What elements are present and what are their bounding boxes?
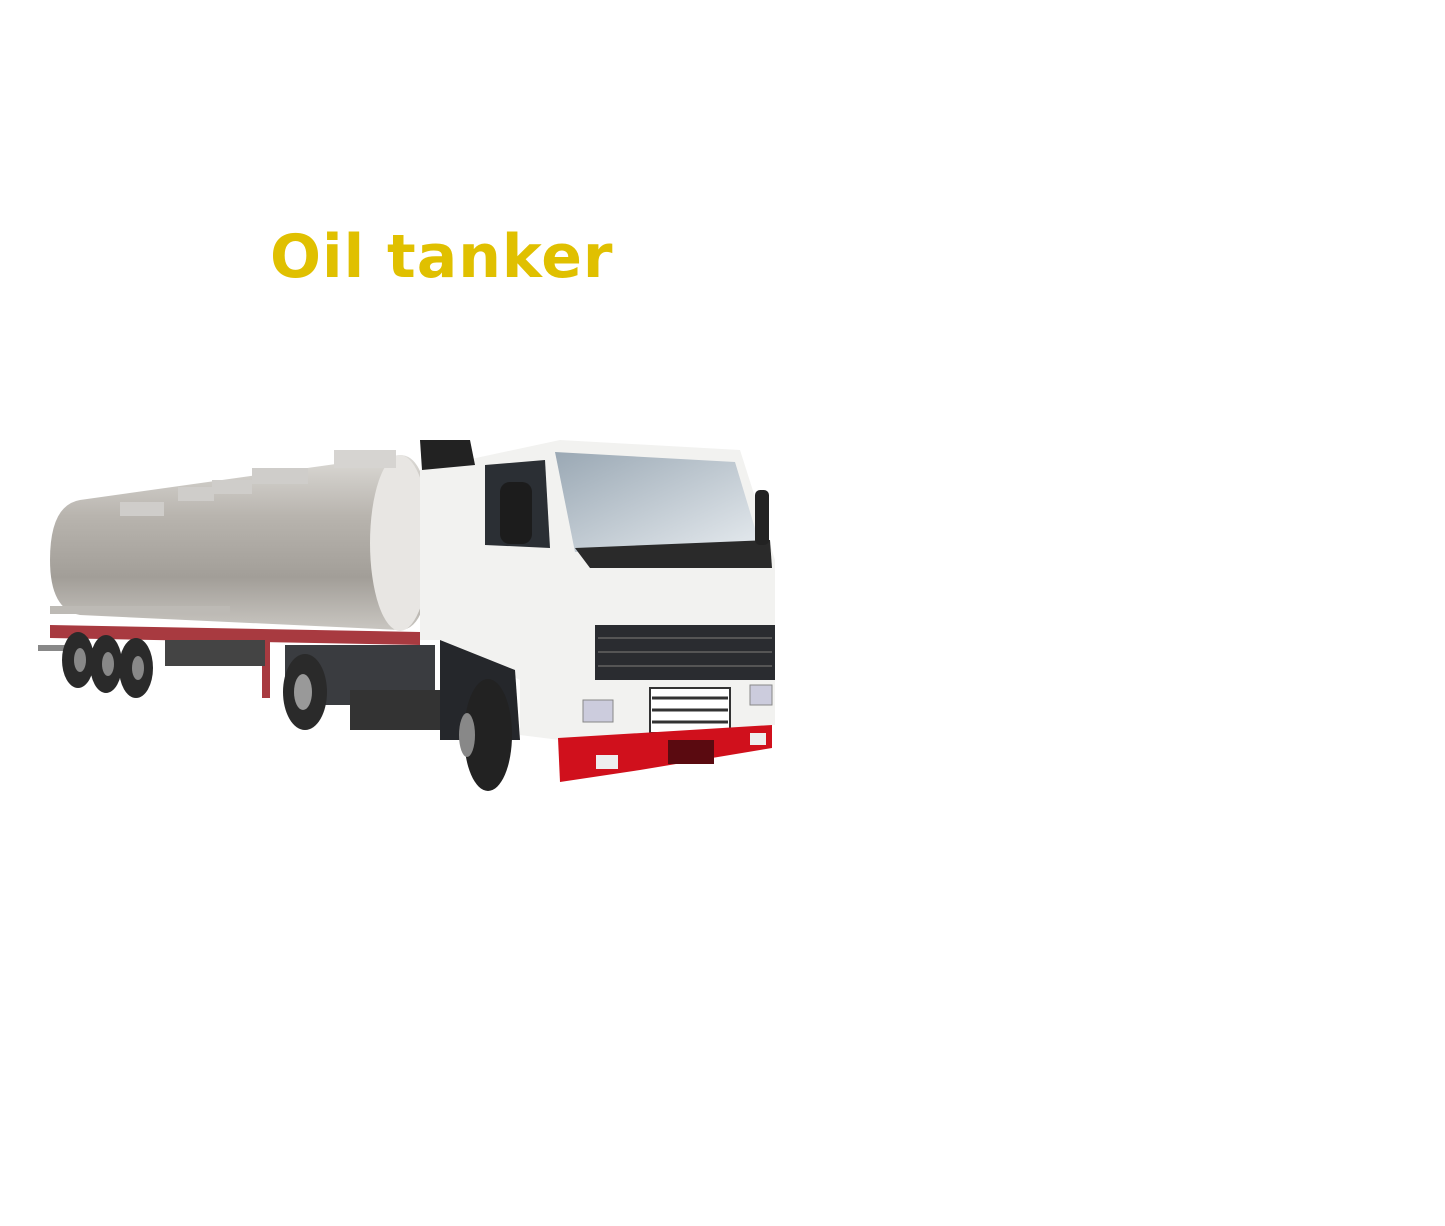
oil-tanker-truck-image — [38, 440, 775, 791]
tank-trailer — [38, 450, 430, 698]
cab — [283, 440, 775, 791]
page-title: Oil tanker — [270, 222, 614, 292]
trailer-wheels — [62, 632, 265, 698]
